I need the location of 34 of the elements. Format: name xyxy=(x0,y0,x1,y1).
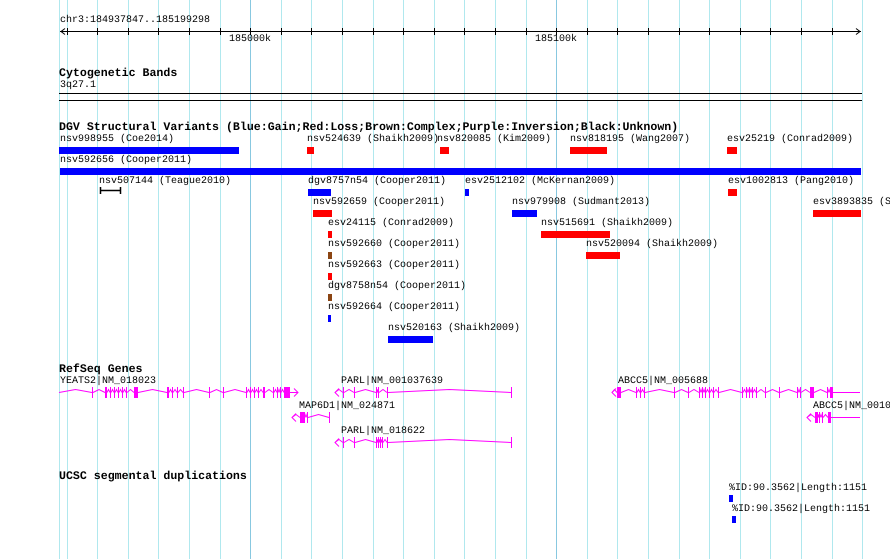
variant-label: nsv592664 (Cooper2011) xyxy=(328,302,460,314)
gene-label: YEATS2|NM_018023 xyxy=(60,376,156,388)
variant-label: nsv592656 (Cooper2011) xyxy=(60,155,192,167)
variant-label: nsv520094 (Shaikh2009) xyxy=(586,239,718,251)
gene-label: ABCC5|NM_005688 xyxy=(618,376,708,388)
tick-label: 185100k xyxy=(535,34,578,46)
variant-label: nsv998955 (Coe2014) xyxy=(60,134,174,146)
track-title: DGV Structural Variants (Blue:Gain;Red:Loss;Brown:Complex;Purple:Inversion;Black:Unknown) xyxy=(59,122,678,134)
variant-label: esv2512102 (McKernan2009) xyxy=(465,176,616,188)
variant-label: esv25219 (Conrad2009) xyxy=(727,134,854,146)
variant-label: esv1002813 (Pang2010) xyxy=(728,176,854,188)
variant-label: dgv8758n54 (Cooper2011) xyxy=(328,281,466,293)
variant-label: dgv8757n54 (Cooper2011) xyxy=(308,176,446,188)
variant-label: nsv515691 (Shaikh2009) xyxy=(541,218,674,230)
variant-label: nsv507144 (Teague2010) xyxy=(99,176,232,188)
variant-label: esv24115 (Conrad2009) xyxy=(328,218,454,230)
duplication-label: %ID:90.3562|Length:1151 xyxy=(729,483,868,495)
track-title: UCSC segmental duplications xyxy=(59,471,247,483)
variant-label: nsv592659 (Cooper2011) xyxy=(313,197,446,209)
variant-label: nsv820085 (Kim2009) xyxy=(437,134,552,146)
track-title: Cytogenetic Bands xyxy=(59,68,178,80)
gene-label: PARL|NM_001037639 xyxy=(341,376,444,388)
gene-label: PARL|NM_018622 xyxy=(341,426,426,438)
variant-label: nsv979908 (Sudmant2013) xyxy=(512,197,650,209)
variant-label: nsv592663 (Cooper2011) xyxy=(328,260,460,272)
gene-label: MAP6D1|NM_024871 xyxy=(299,401,396,413)
duplication-label: %ID:90.3562|Length:1151 xyxy=(732,504,870,516)
band-label: 3q27.1 xyxy=(60,80,96,92)
variant-label: nsv592660 (Cooper2011) xyxy=(328,239,460,251)
variant-label: nsv520163 (Shaikh2009) xyxy=(388,323,520,335)
variant-label: nsv818195 (Wang2007) xyxy=(570,134,690,146)
track-title: RefSeq Genes xyxy=(59,364,142,376)
tick-label: 185000k xyxy=(229,34,272,46)
coordinate-label: chr3:184937847..185199298 xyxy=(60,15,210,27)
